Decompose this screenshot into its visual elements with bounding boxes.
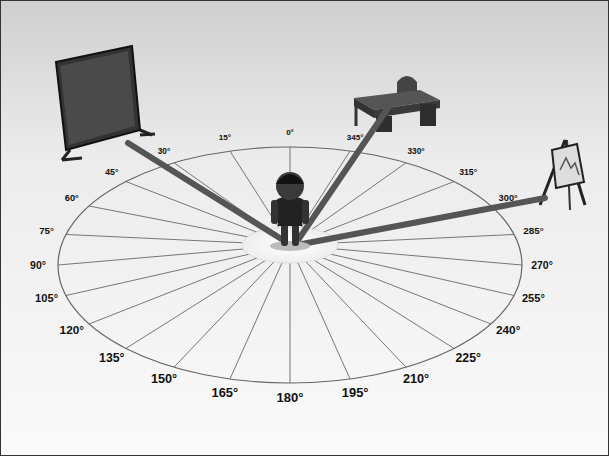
angle-label: 45° (105, 167, 118, 176)
whiteboard (56, 46, 155, 160)
angle-label: 315° (459, 167, 477, 176)
angle-label: 150° (151, 373, 177, 386)
angle-label: 135° (99, 352, 124, 364)
angle-label: 75° (39, 226, 54, 236)
angle-label: 240° (496, 325, 520, 337)
spoke-line (230, 245, 290, 379)
angle-label: 300° (499, 194, 518, 203)
direction-rods (128, 108, 545, 244)
center-disk (242, 227, 338, 263)
angle-label: 330° (407, 147, 424, 155)
angle-label: 0° (286, 129, 294, 137)
angle-label: 225° (455, 352, 480, 364)
angle-label: 165° (211, 386, 238, 399)
angle-label: 210° (403, 373, 429, 386)
angle-label: 60° (65, 194, 79, 203)
angle-label: 285° (523, 226, 543, 236)
angle-label: 255° (522, 294, 545, 305)
spoke-line (290, 245, 291, 383)
protractor-ring (58, 147, 522, 383)
angle-label: 15° (219, 133, 231, 141)
angle-label: 30° (158, 147, 171, 155)
angle-label: 345° (347, 133, 364, 141)
angle-label: 90° (30, 260, 46, 271)
angle-label: 120° (60, 325, 84, 337)
protractor-spokes (58, 147, 522, 383)
angle-label: 270° (531, 260, 553, 271)
angle-label: 195° (342, 386, 369, 399)
angle-label: 180° (277, 391, 304, 404)
angle-label: 105° (35, 294, 58, 305)
spoke-line (290, 245, 406, 367)
spoke-line (174, 245, 290, 367)
teacher-desk (354, 76, 440, 132)
child-figure (270, 172, 310, 251)
